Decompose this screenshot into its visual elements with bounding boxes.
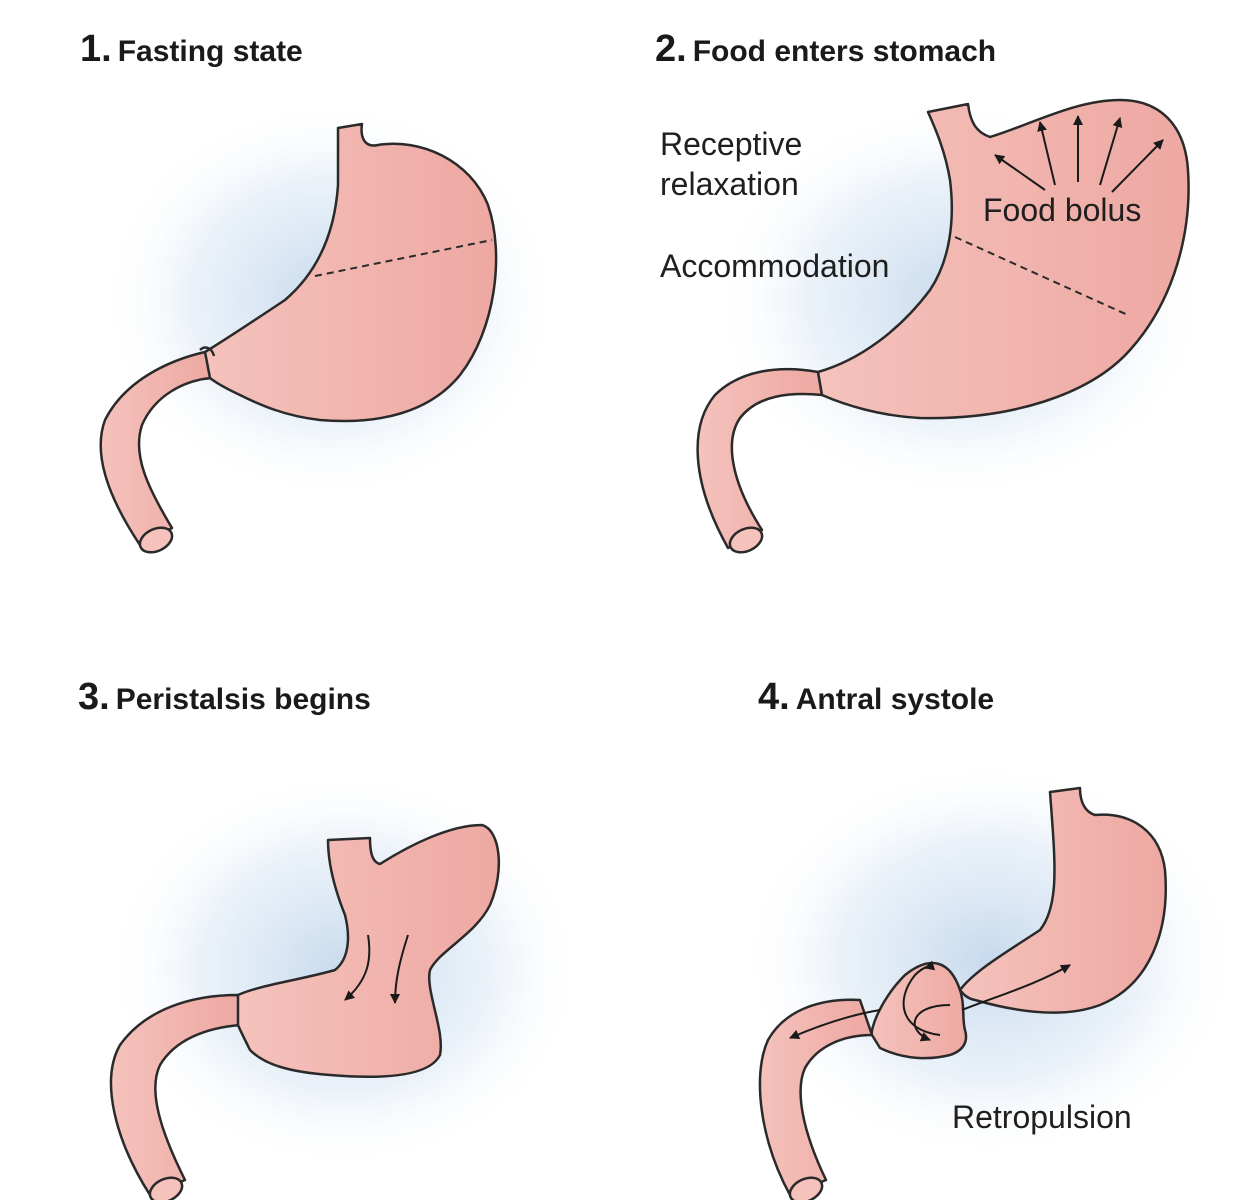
- panel-1-number: 1.: [80, 28, 112, 70]
- panel-4-number: 4.: [758, 676, 790, 718]
- label-retropulsion: Retropulsion: [952, 1099, 1132, 1135]
- fundus-antrum-boundary-2: [954, 236, 1131, 317]
- panel-2-number: 2.: [655, 28, 687, 70]
- panel-3-illustration: [105, 770, 585, 1200]
- panel-4-title: 4.Antral systole: [758, 676, 994, 719]
- panel-1-title-text: Fasting state: [117, 35, 303, 68]
- stomach-1: [203, 122, 498, 423]
- panel-1-illustration: [99, 100, 560, 554]
- duodenum-2: [696, 367, 824, 550]
- panel-2-illustration: [696, 98, 1210, 554]
- label-relaxation: relaxation: [660, 166, 799, 202]
- retropulsion-arrows: [789, 960, 1071, 1042]
- panel-3-number: 3.: [78, 676, 110, 718]
- duodenum-opening-2: [728, 526, 764, 554]
- panel-4-illustration: [740, 760, 1240, 1200]
- stomach-4: [958, 786, 1167, 1014]
- label-receptive: Receptive: [660, 126, 803, 162]
- fundus-antrum-boundary-1: [314, 239, 493, 277]
- label-food-bolus: Food bolus: [983, 192, 1142, 228]
- panel-1-title: 1.Fasting state: [80, 28, 303, 71]
- label-accommodation: Accommodation: [660, 248, 890, 284]
- panel-3-title-text: Peristalsis begins: [115, 683, 371, 716]
- expansion-arrows: [994, 115, 1164, 193]
- panel-4-title-text: Antral systole: [795, 683, 995, 716]
- panel-3-title: 3.Peristalsis begins: [78, 676, 371, 719]
- duodenum-opening-1: [138, 526, 174, 554]
- panel-2-title-text: Food enters stomach: [692, 35, 997, 68]
- peristalsis-arrows: [344, 934, 409, 1004]
- panel-2-title: 2.Food enters stomach: [655, 28, 996, 71]
